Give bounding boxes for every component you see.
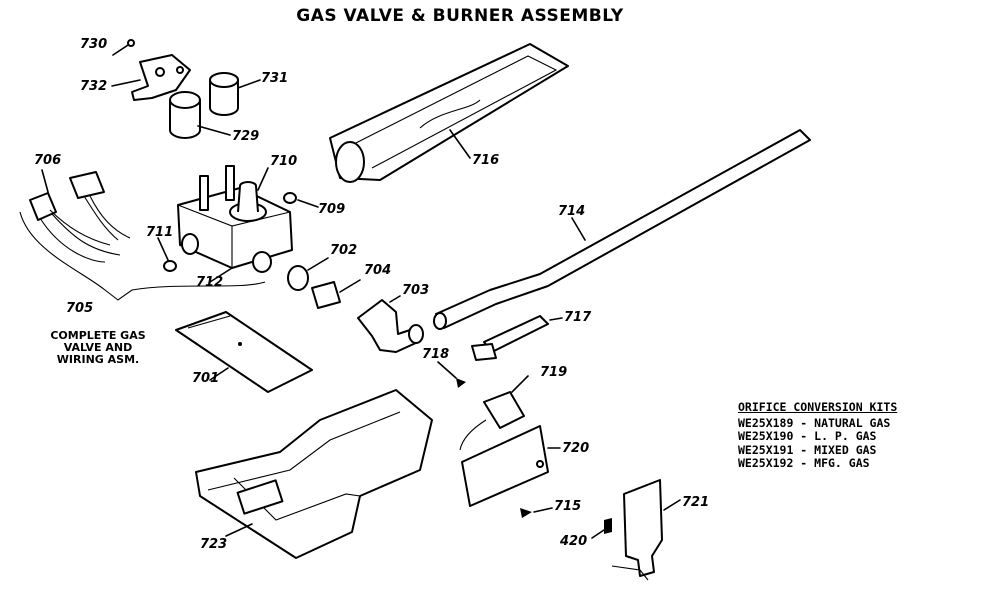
- orifice-kits-heading: ORIFICE CONVERSION KITS: [738, 400, 898, 414]
- part-label-701: 701: [192, 371, 220, 386]
- part-label-730: 730: [80, 37, 108, 52]
- part-730-screw: [112, 39, 135, 56]
- orifice-kit-item: WE25X189 - NATURAL GAS: [738, 415, 891, 430]
- part-label-710: 710: [270, 154, 298, 169]
- assembly-note: COMPLETE GAS VALVE AND WIRING ASM.: [38, 330, 158, 366]
- part-label-721: 721: [682, 495, 710, 510]
- part-label-705: 705: [66, 301, 94, 316]
- part-label-715: 715: [554, 499, 582, 514]
- part-label-709: 709: [318, 202, 346, 217]
- part-label-729: 729: [232, 129, 260, 144]
- part-723-burner-pan: [195, 389, 433, 559]
- part-704-fitting: [311, 279, 361, 309]
- part-703-elbow: [357, 295, 424, 353]
- orifice-kit-item: WE25X191 - MIXED GAS: [738, 442, 877, 457]
- assembly-note-line-3: WIRING ASM.: [56, 353, 140, 366]
- part-label-723: 723: [200, 537, 228, 552]
- part-label-732: 732: [80, 79, 108, 94]
- part-711-plug: [157, 237, 177, 272]
- part-420-clip: [591, 518, 612, 539]
- part-702-fitting: [287, 257, 329, 291]
- assembly-note-line-1: COMPLETE GAS: [50, 329, 146, 342]
- part-label-712: 712: [196, 275, 224, 290]
- orifice-kit-item: WE25X190 - L. P. GAS: [738, 429, 877, 443]
- part-709-fitting: [283, 192, 319, 208]
- diagram-title: GAS VALVE & BURNER ASSEMBLY: [296, 6, 624, 26]
- part-715-screw: [520, 507, 553, 518]
- part-729-coil: [169, 91, 231, 139]
- part-719-igniter: [459, 375, 529, 451]
- part-label-706: 706: [34, 153, 62, 168]
- part-706-wiring-harness: [29, 169, 131, 263]
- part-731-coil: [209, 72, 261, 116]
- part-712-valve-body: [177, 165, 293, 283]
- orifice-kit-item: WE25X192 - MFG. GAS: [738, 456, 870, 470]
- orifice-kits-table: ORIFICE CONVERSION KITS WE25X189 - NATUR…: [738, 400, 898, 471]
- part-label-702: 702: [330, 243, 358, 258]
- part-label-717: 717: [564, 310, 592, 325]
- part-732-bracket: [111, 54, 191, 101]
- part-717-orifice: [471, 315, 563, 361]
- part-716-burner: [329, 43, 569, 183]
- part-701-bracket: [175, 311, 313, 393]
- part-718-screw: [437, 361, 466, 388]
- part-label-703: 703: [402, 283, 430, 298]
- part-label-718: 718: [422, 347, 450, 362]
- part-label-716: 716: [472, 153, 500, 168]
- part-705-brace: [19, 211, 266, 301]
- part-label-420: 420: [560, 534, 588, 549]
- part-label-731: 731: [261, 71, 289, 86]
- part-714-tube: [433, 129, 811, 330]
- part-label-720: 720: [562, 441, 590, 456]
- part-label-714: 714: [558, 204, 586, 219]
- part-721-shield: [611, 479, 681, 581]
- part-label-719: 719: [540, 365, 568, 380]
- part-label-711: 711: [146, 225, 174, 240]
- part-720-bracket: [461, 425, 561, 507]
- assembly-note-line-2: VALVE AND: [63, 341, 133, 354]
- part-label-704: 704: [364, 263, 392, 278]
